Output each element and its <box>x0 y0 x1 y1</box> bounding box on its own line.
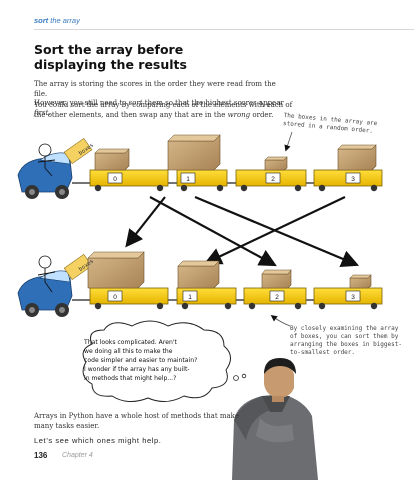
sorted-note-line-2: of boxes, you can sort them by <box>290 333 399 340</box>
sorted-note-pointer <box>270 315 291 327</box>
top-index-3: 3 <box>351 176 355 183</box>
top-cart <box>17 137 93 199</box>
bottom-index-1: 1 <box>188 294 192 301</box>
sorted-note-line-1: By closely examining the array <box>290 325 399 332</box>
random-note-pointer <box>284 131 293 152</box>
thought-line-2: we doing all this to make the <box>84 348 173 355</box>
intro-emphasis-sort: sort <box>128 99 143 107</box>
intro-text-c: . <box>48 108 51 117</box>
title-line-1: Sort the array before <box>34 42 184 57</box>
title-line-2: displaying the results <box>34 57 187 72</box>
top-wagon-2 <box>235 156 307 192</box>
arrow-0-to-2 <box>149 196 277 267</box>
header-rule <box>34 29 414 30</box>
intro-paragraph: The array is storing the scores in the o… <box>34 80 284 118</box>
man-photo <box>232 358 318 480</box>
bottom-cart <box>17 253 93 317</box>
compare-emphasis-wrong: wrong <box>227 110 251 119</box>
bottom-train: 0 1 2 3 boxes <box>17 251 383 317</box>
top-wagon-1 <box>167 134 228 192</box>
chapter-label: Chapter 4 <box>62 452 93 459</box>
thought-line-5: in methods that might help...? <box>84 375 177 382</box>
bottom-wagon-3 <box>313 274 383 310</box>
thought-bubble-dot-1 <box>233 375 239 381</box>
section-label-bold: sort <box>34 16 49 25</box>
intro-emphasis-first: first <box>34 108 49 117</box>
running-header <box>0 0 414 30</box>
page-title: Sort the array before displaying the res… <box>34 42 254 72</box>
thought-bubble-dot-2 <box>241 373 247 379</box>
sorted-note: By closely examining the array of boxes,… <box>290 325 402 357</box>
top-wagon-3 <box>313 144 383 192</box>
tagline: Let’s see which ones might help. <box>34 436 162 445</box>
bottom-index-0: 0 <box>113 294 117 301</box>
bottom-wagon-1 <box>176 260 237 310</box>
top-index-0: 0 <box>113 176 117 183</box>
top-index-1: 1 <box>186 176 190 183</box>
intro-text-a: However, you still need to <box>34 99 129 107</box>
compare-paragraph: You could sort the array by comparing ea… <box>34 101 294 120</box>
thought-line-3: code simpler and easier to maintain? <box>84 357 198 364</box>
compare-text-a: the other elements, and then swap any th… <box>34 110 228 119</box>
bottom-wagon-0 <box>87 251 169 310</box>
top-wagon-0 <box>89 148 169 192</box>
methods-paragraph: Arrays in Python have a whole host of me… <box>34 412 239 431</box>
sorted-note-line-4: to-smallest order. <box>290 349 356 356</box>
page-number: 136 <box>34 451 48 460</box>
compare-line-2: the other elements, and then swap any th… <box>34 111 294 121</box>
bottom-wagon-2 <box>243 269 307 310</box>
top-index-2: 2 <box>271 176 275 183</box>
intro-line-1: The array is storing the scores in the o… <box>34 80 276 98</box>
arrow-0-to-0 <box>125 196 166 248</box>
compare-line-1: You could sort the array by comparing ea… <box>34 101 293 109</box>
methods-line-1: Arrays in Python have a whole host of me… <box>34 412 240 420</box>
arrow-3-to-1 <box>204 196 346 265</box>
section-label-rest: the array <box>48 16 80 25</box>
thought-text: That looks complicated. Aren't we doing … <box>84 338 222 383</box>
compare-text-b: order. <box>250 110 274 119</box>
sorted-note-line-3: arranging the boxes in biggest- <box>290 341 402 348</box>
section-label: sort the array <box>34 16 80 25</box>
intro-text-b: them so that the highest scores appear <box>142 99 284 107</box>
top-train: 0 1 2 3 boxes <box>17 134 383 199</box>
swap-arrows <box>125 195 360 268</box>
methods-line-2: many tasks easier. <box>34 421 100 430</box>
bottom-index-3: 3 <box>351 294 355 301</box>
thought-cloud <box>82 320 231 402</box>
bottom-index-2: 2 <box>275 294 279 301</box>
thought-line-1: That looks complicated. Aren't <box>84 339 177 346</box>
thought-line-4: I wonder if the array has any built- <box>84 366 190 373</box>
intro-line-2: However, you still need to sort them so … <box>34 99 284 118</box>
